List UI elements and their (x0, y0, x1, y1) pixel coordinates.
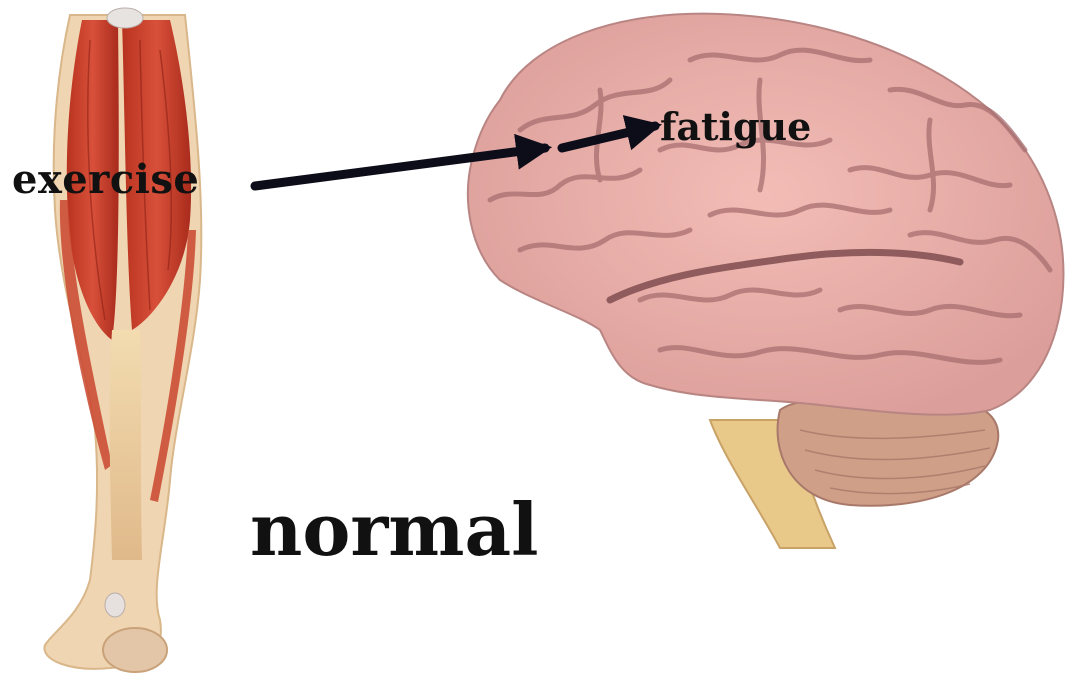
ankle-bone (105, 593, 125, 617)
fatigue-label: fatigue (660, 108, 811, 146)
normal-label: normal (250, 494, 539, 566)
heel (103, 628, 167, 672)
achilles-tendon (110, 330, 142, 560)
exercise-label: exercise (12, 160, 199, 200)
leg-muscles-illustration (44, 8, 201, 672)
brain-illustration (468, 14, 1064, 548)
knee-top (107, 8, 143, 28)
